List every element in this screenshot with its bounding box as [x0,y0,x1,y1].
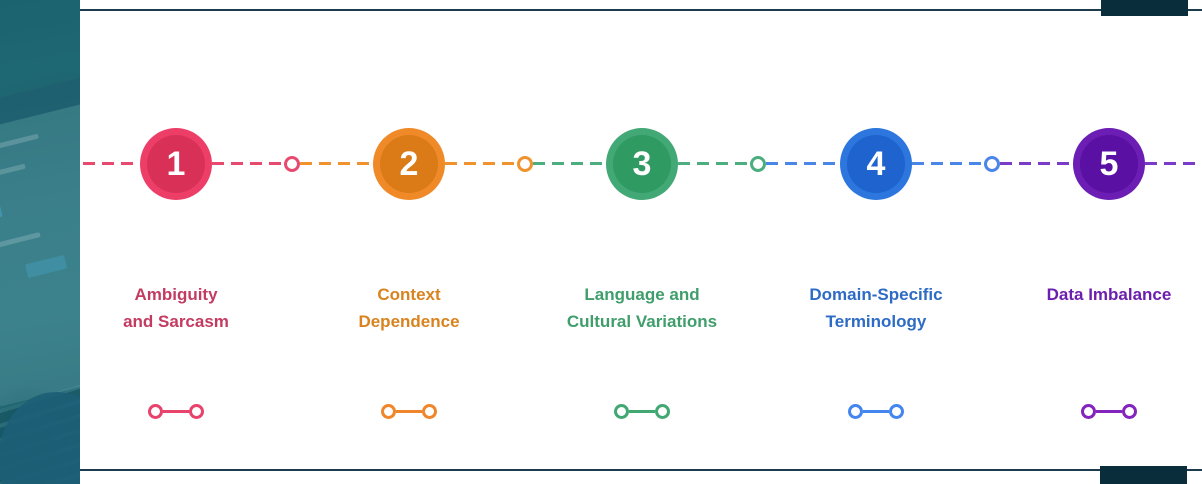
dumbbell-line [1096,410,1122,413]
website-text-line-shape [0,163,26,186]
step-label-line: Data Imbalance [1046,285,1172,304]
dumbbell-end-circle [848,404,863,419]
step-label-4: Domain-Specific Terminology [766,281,986,335]
dumbbell-line [629,410,655,413]
dumbbell-icon [148,404,204,419]
step-number: 1 [166,145,186,183]
laptop-screen-shape [0,77,80,407]
step-circle-1: 1 [140,128,212,200]
step-circle-4: 4 [840,128,912,200]
dumbbell-end-circle [614,404,629,419]
dumbbell-end-circle [148,404,163,419]
step-number: 3 [632,145,652,183]
top-border-line [80,9,1202,11]
dumbbell-end-circle [381,404,396,419]
dash-segment [212,162,284,165]
dumbbell-icon [381,404,437,419]
connector-node-icon [750,156,766,172]
step-circle-core: 5 [1080,135,1138,193]
step-circle-5: 5 [1073,128,1145,200]
website-text-line-shape [0,133,39,161]
step-number: 2 [399,145,419,183]
dash-segment [300,162,373,165]
step-label-line: and Sarcasm [123,312,229,331]
dumbbell-line [396,410,422,413]
dumbbell-end-circle [422,404,437,419]
dash-segment [766,162,840,165]
step-label-line: Ambiguity [134,285,218,304]
website-header-shape [0,77,80,141]
step-label-3: Language and Cultural Variations [532,281,752,335]
step-circle-core: 4 [847,135,905,193]
step-label-line: Dependence [358,312,460,331]
step-label-line: Terminology [825,312,927,331]
step-label-line: Context [377,285,441,304]
dumbbell-end-circle [1122,404,1137,419]
dumbbell-end-circle [889,404,904,419]
step-label-line: Domain-Specific [809,285,943,304]
photo-strip [0,0,80,484]
dumbbell-line [863,410,889,413]
dumbbell-icon [1081,404,1137,419]
website-text-line-shape [0,232,41,252]
dumbbell-end-circle [189,404,204,419]
connector-node-icon [284,156,300,172]
website-button-shape [0,204,3,225]
connector-node-icon [984,156,1000,172]
dumbbell-line [163,410,189,413]
step-circle-core: 1 [147,135,205,193]
step-circle-core: 2 [380,135,438,193]
website-button-shape [24,254,68,279]
dumbbell-icon [848,404,904,419]
bottom-border-line [80,469,1202,471]
step-number: 4 [866,145,886,183]
step-label-line: Cultural Variations [566,312,718,331]
dash-segment [1000,162,1073,165]
step-label-1: Ambiguity and Sarcasm [66,281,286,335]
dumbbell-end-circle [1081,404,1096,419]
dumbbell-end-circle [655,404,670,419]
step-label-5: Data Imbalance [999,281,1202,308]
connector-node-icon [517,156,533,172]
dumbbell-icon [614,404,670,419]
dash-segment [678,162,750,165]
dash-segment [445,162,517,165]
dash-segment [912,162,984,165]
step-circle-3: 3 [606,128,678,200]
step-label-line: Language and [584,285,700,304]
step-label-2: Context Dependence [299,281,519,335]
step-number: 5 [1099,145,1119,183]
step-circle-core: 3 [613,135,671,193]
dash-segment [533,162,606,165]
top-right-corner-block [1101,0,1188,16]
dash-segment [1145,162,1202,165]
dash-segment [83,162,140,165]
bottom-right-corner-block [1100,466,1187,484]
step-circle-2: 2 [373,128,445,200]
